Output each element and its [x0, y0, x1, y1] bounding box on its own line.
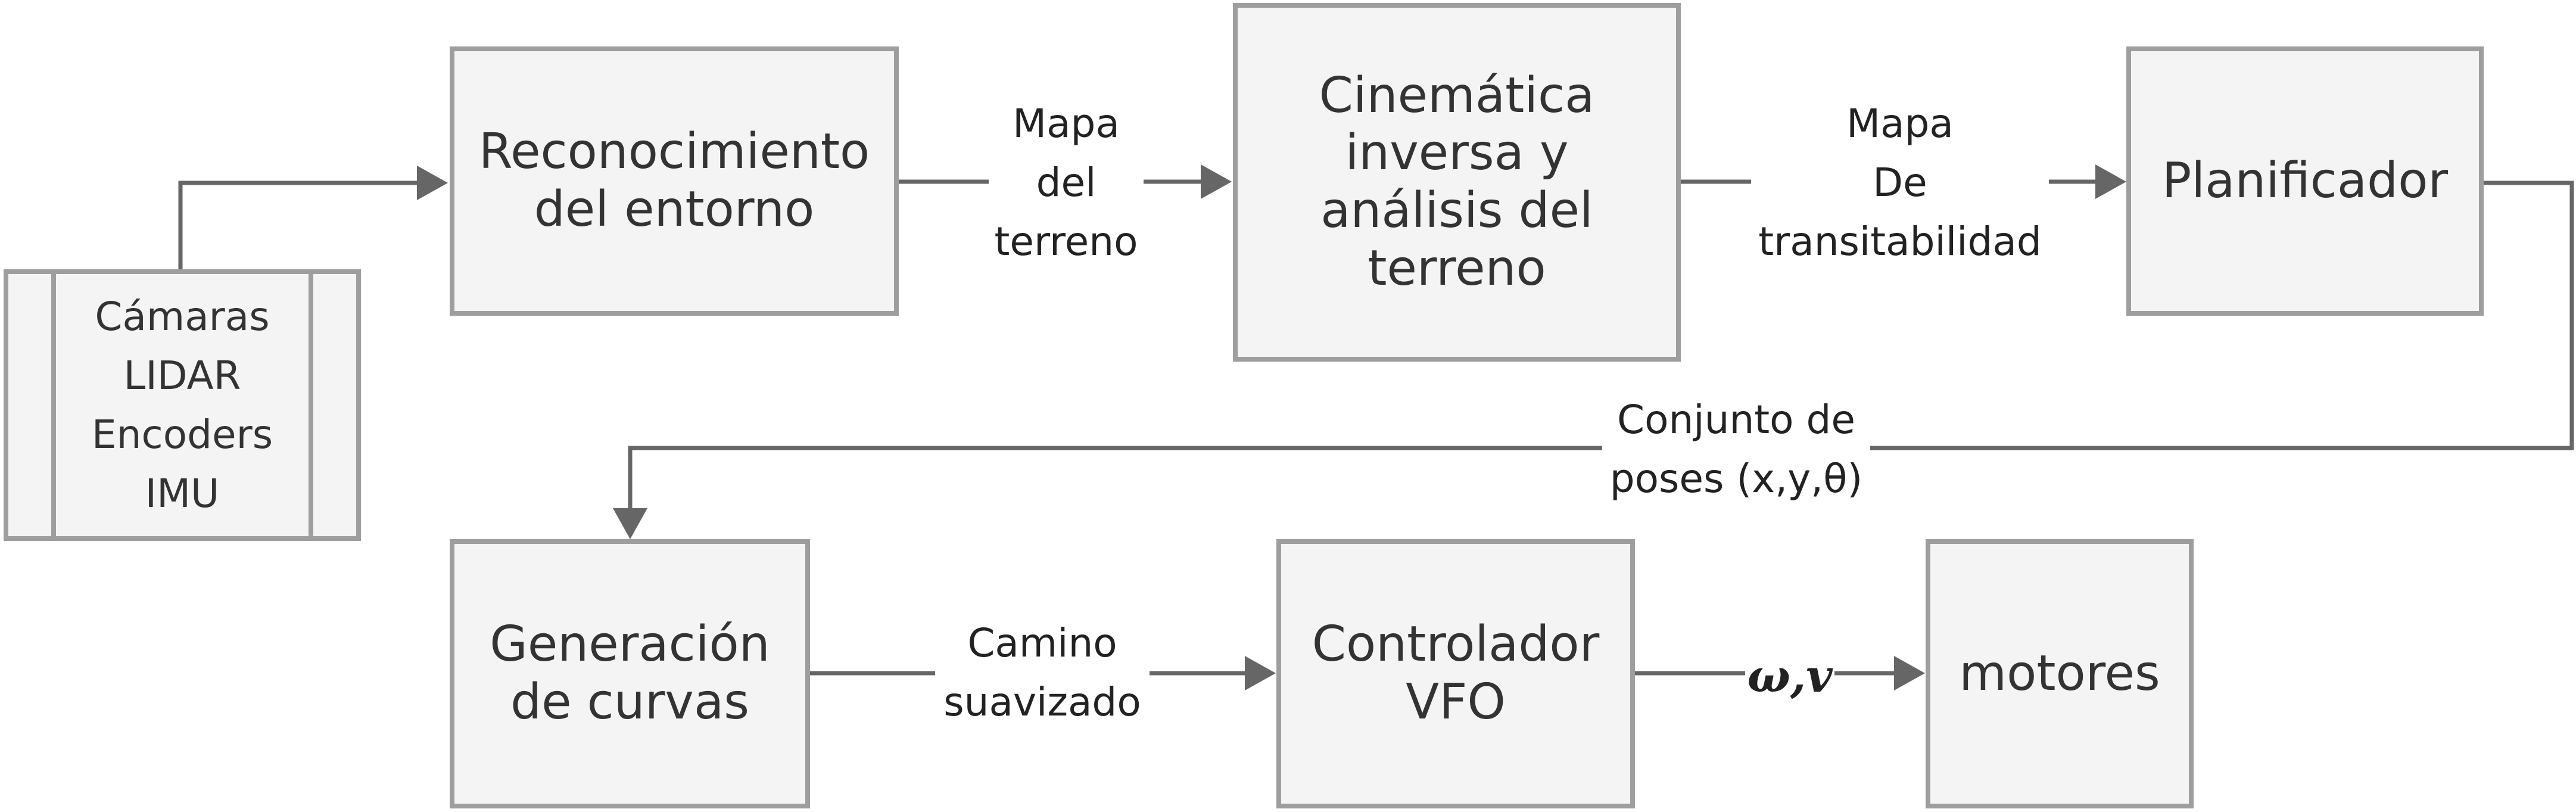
label-camino-line1: Camino: [967, 620, 1117, 666]
block-reconocimiento-line1: Reconocimiento: [478, 123, 870, 181]
block-cinematica-line4: terreno: [1368, 239, 1546, 297]
block-cinematica-line2: inversa y: [1345, 125, 1569, 182]
arrowhead-reconocimiento: [417, 166, 448, 200]
label-omega-v-text: ω,v: [1747, 649, 1833, 702]
edge-planificador-to-generacion: [628, 181, 2574, 509]
label-mapa-transitabilidad: Mapa De transitabilidad: [1751, 94, 2049, 271]
arrowhead-planificador: [2095, 164, 2126, 199]
arrowhead-cinematica: [1201, 164, 1232, 199]
sensor-encoders: Encoders: [91, 412, 273, 458]
label-mapa-terreno-line3: terreno: [994, 219, 1138, 265]
block-reconocimiento: Reconocimiento del entorno: [450, 46, 899, 316]
sensor-imu: IMU: [145, 471, 220, 517]
block-controlador: Controlador VFO: [1276, 539, 1635, 808]
block-planificador: Planificador: [2126, 46, 2484, 316]
block-cinematica-line3: análisis del: [1320, 182, 1593, 239]
label-omega-v: ω,v: [1745, 642, 1834, 710]
block-generacion: Generación de curvas: [450, 539, 810, 808]
block-motores-line1: motores: [1959, 645, 2160, 702]
block-controlador-line1: Controlador: [1312, 616, 1600, 673]
label-conjunto-poses-line2: poses (x,y,θ): [1609, 456, 1863, 502]
label-mapa-transitabilidad-line2: De: [1873, 160, 1927, 206]
block-cinematica-line1: Cinemática: [1319, 67, 1595, 124]
block-controlador-line2: VFO: [1406, 674, 1506, 730]
sensor-lidar: LIDAR: [123, 353, 241, 399]
label-mapa-transitabilidad-line3: transitabilidad: [1758, 219, 2042, 265]
label-mapa-terreno: Mapa del terreno: [989, 94, 1144, 271]
label-camino-line2: suavizado: [943, 679, 1141, 725]
edge-sensors-to-reconocimiento: [178, 181, 417, 269]
label-camino-suavizado: Camino suavizado: [935, 614, 1150, 732]
block-motores: motores: [1926, 539, 2194, 808]
label-conjunto-poses: Conjunto de poses (x,y,θ): [1602, 390, 1870, 508]
sensor-camaras: Cámaras: [95, 294, 270, 340]
arrowhead-generacion: [613, 508, 647, 539]
label-mapa-transitabilidad-line1: Mapa: [1846, 101, 1954, 147]
arrowhead-controlador: [1245, 656, 1276, 690]
sensors-block: Cámaras LIDAR Encoders IMU: [4, 269, 361, 541]
block-planificador-line1: Planificador: [2161, 152, 2449, 209]
block-generacion-line1: Generación: [490, 616, 770, 673]
sensors-list: Cámaras LIDAR Encoders IMU: [51, 274, 313, 536]
arrowhead-motores: [1894, 656, 1925, 690]
label-conjunto-poses-line1: Conjunto de: [1616, 397, 1856, 443]
label-mapa-terreno-line2: del: [1036, 160, 1097, 206]
block-reconocimiento-line2: del entorno: [534, 181, 815, 238]
block-generacion-line2: de curvas: [510, 674, 749, 730]
label-mapa-terreno-line1: Mapa: [1013, 101, 1120, 147]
block-cinematica: Cinemática inversa y análisis del terren…: [1233, 3, 1681, 362]
